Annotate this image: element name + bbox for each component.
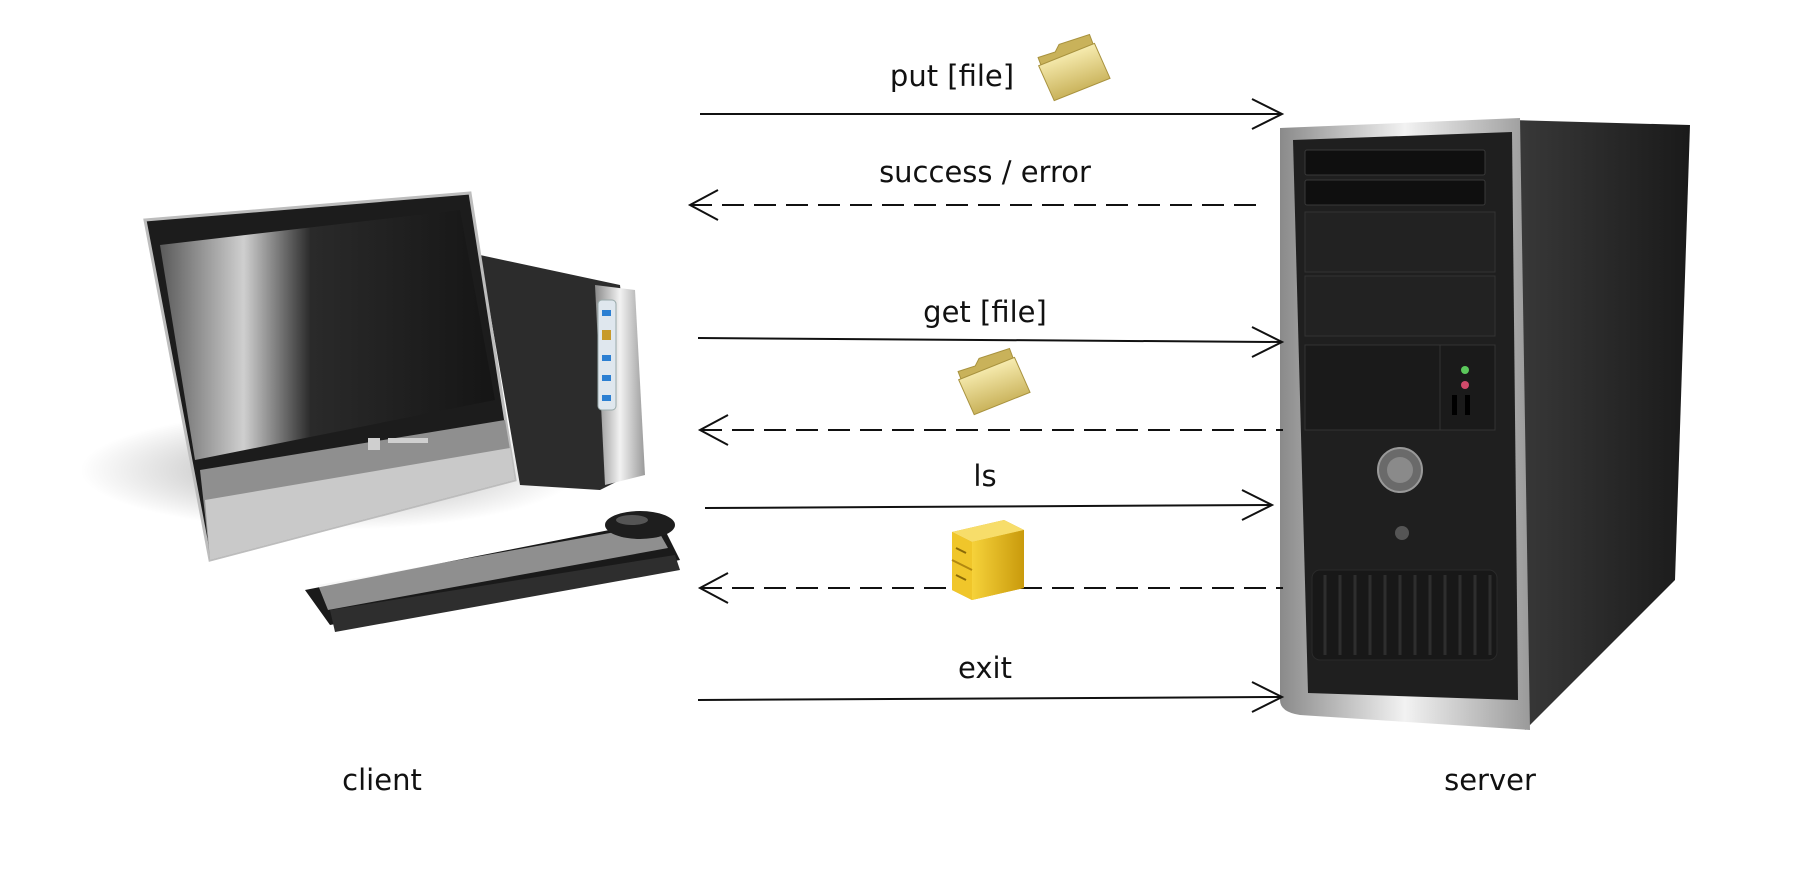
exit-arrow [697,696,1281,701]
node-label-client: client [342,763,422,797]
folder-icon [957,347,1031,416]
message-label-put: put [file] [889,59,1015,93]
put-arrowhead [1251,98,1285,130]
message-label-get: get [file] [923,295,1047,329]
ls-arrowhead [1241,489,1275,521]
folder-icon [1037,33,1111,102]
result-arrowhead [687,189,719,221]
message-label-exit: exit [958,651,1012,685]
get-arrowhead [1251,326,1285,358]
file-return-arrowhead [697,414,729,446]
listing-return-arrowhead [697,572,729,604]
server-tower-icon [1280,118,1690,730]
message-label-ls: ls [973,459,997,493]
file-cabinet-icon [951,520,1024,600]
ls-arrow [704,504,1271,509]
client-computer-icon [80,191,680,632]
get-arrow [697,337,1281,343]
message-label-result: success / error [879,155,1091,189]
node-label-server: server [1444,763,1536,797]
exit-arrowhead [1251,681,1285,713]
